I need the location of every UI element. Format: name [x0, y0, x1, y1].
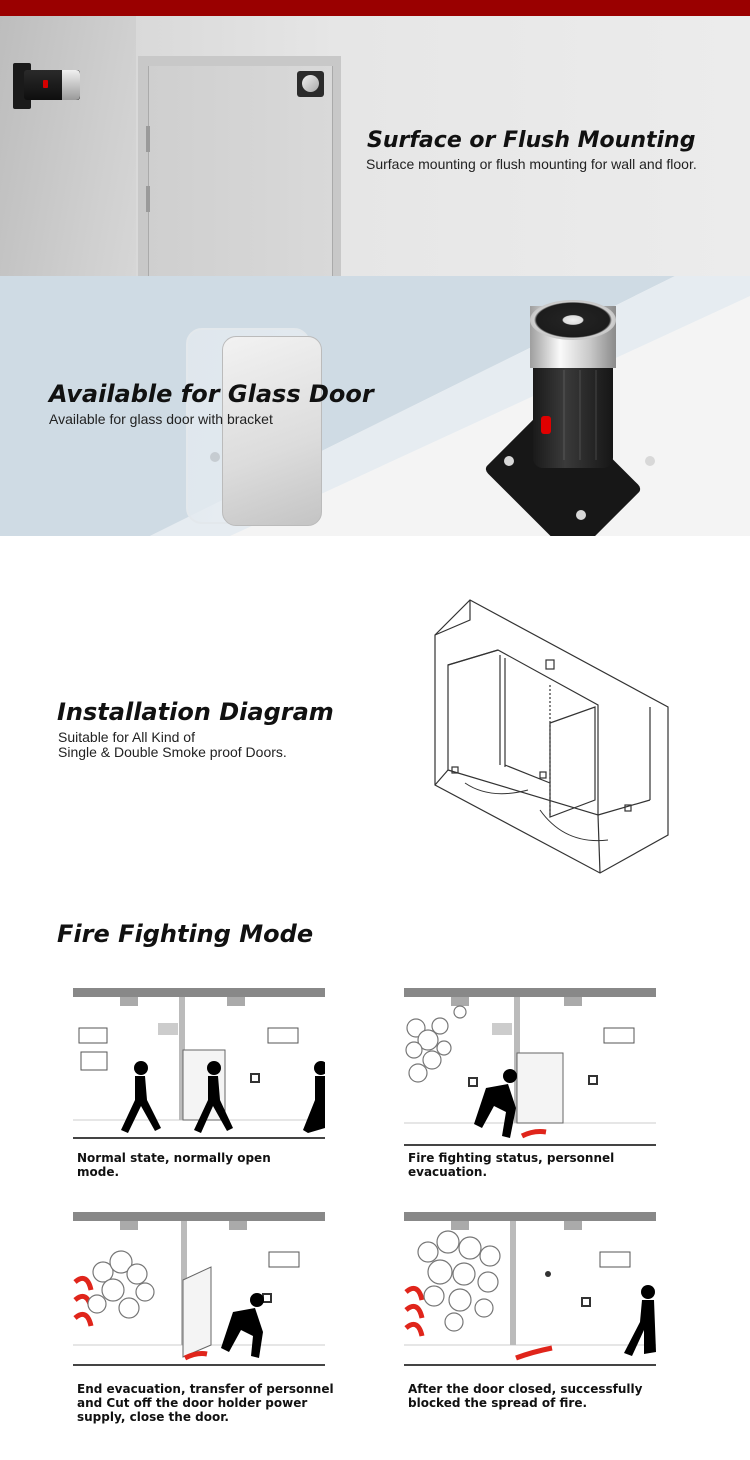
smoke-detector-icon: [120, 997, 245, 1006]
installation-title: Installation Diagram: [57, 698, 334, 726]
fire-icon: [404, 1285, 425, 1337]
smoke-icon: [87, 1250, 155, 1319]
installation-description-line1: Suitable for All Kind of: [58, 729, 195, 745]
door-frame-diagram-icon: [434, 599, 669, 874]
hinge-icon: [146, 126, 150, 152]
exit-sign-icon: [78, 1027, 299, 1044]
surface-mounting-section: [0, 16, 750, 276]
surface-mounting-description: Surface mounting or flush mounting for w…: [366, 156, 697, 172]
fire-fighting-title: Fire Fighting Mode: [57, 920, 314, 948]
top-accent-bar: [0, 0, 750, 16]
running-person-icon: [624, 1285, 656, 1356]
running-person-icon: [121, 1061, 328, 1133]
surface-mounting-title: Surface or Flush Mounting: [367, 128, 696, 153]
fire-step-4-illustration: [404, 1212, 656, 1372]
installation-description-line2: Single & Double Smoke proof Doors.: [58, 744, 287, 760]
smoke-icon: [417, 1230, 501, 1332]
armature-plate-icon: [297, 71, 324, 97]
fire-step-1-illustration: [73, 988, 328, 1148]
fire-step-3-illustration: [73, 1212, 325, 1372]
fire-step-2-illustration: [404, 988, 656, 1148]
smoke-icon: [405, 1005, 467, 1083]
glass-door-description: Available for glass door with bracket: [49, 411, 273, 427]
running-person-icon: [474, 1069, 517, 1138]
door-panel: [148, 66, 333, 276]
hinge-icon: [146, 186, 150, 212]
running-person-icon: [221, 1293, 264, 1358]
wall-surface: [0, 16, 136, 276]
glass-door-title: Available for Glass Door: [49, 380, 374, 408]
glass-door-section: [0, 276, 750, 536]
